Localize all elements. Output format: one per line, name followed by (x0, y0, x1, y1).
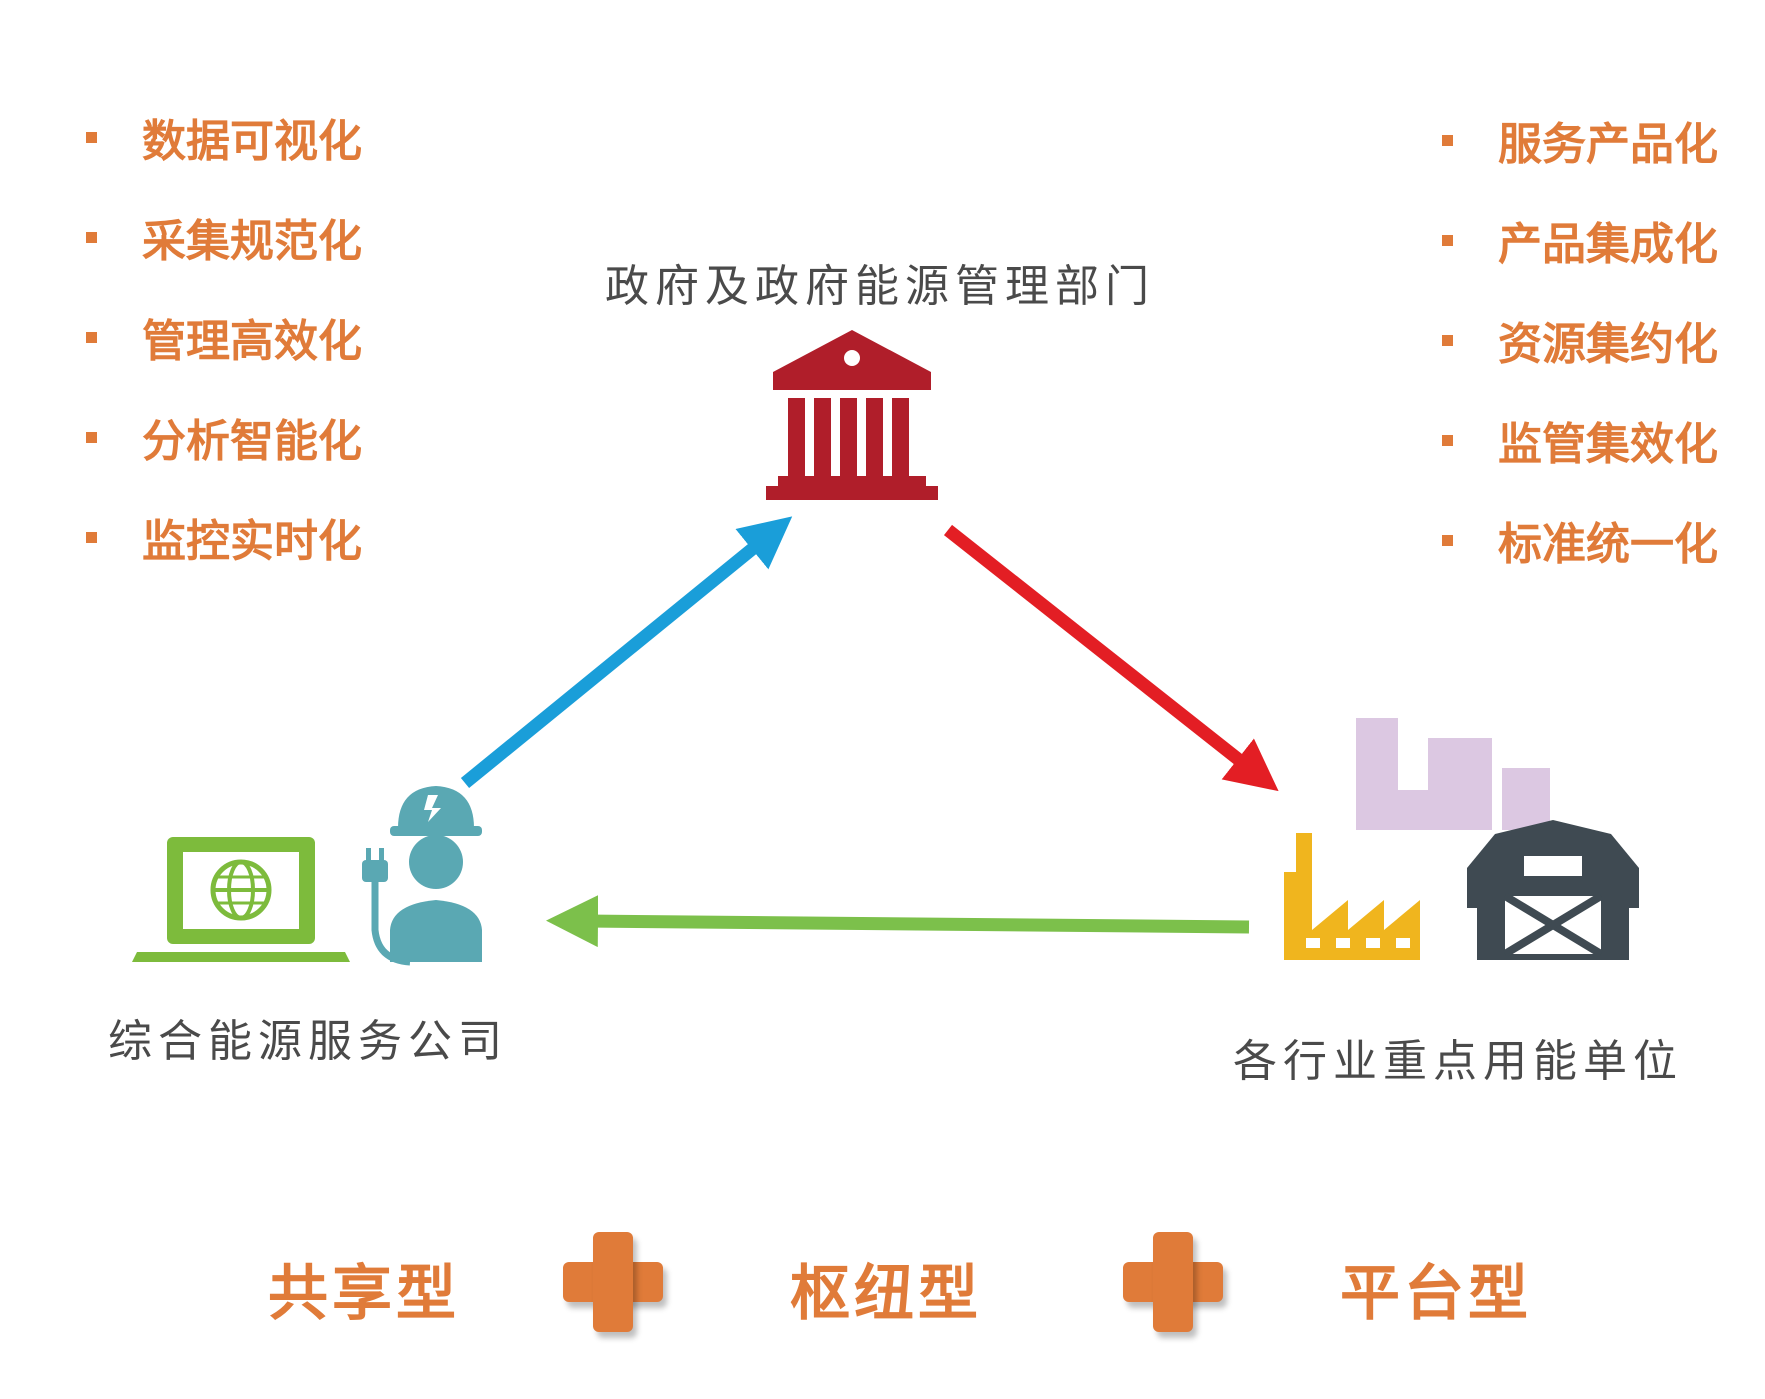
right-feature-text: 服务产品化 (1498, 119, 1718, 170)
left-feature-text: 分析智能化 (142, 416, 362, 467)
bullet-square-icon (86, 431, 97, 443)
right-feature-item: 标准统一化 (1442, 490, 1718, 590)
bullet-square-icon (86, 531, 97, 543)
left-feature-list: 数据可视化 采集规范化 管理高效化 分析智能化 监控实时化 (86, 87, 362, 587)
right-feature-text: 标准统一化 (1498, 519, 1718, 570)
bullet-square-icon (1442, 334, 1453, 346)
arrow-government-to-units (943, 524, 1279, 792)
right-feature-item: 监管集效化 (1442, 390, 1718, 490)
left-feature-text: 管理高效化 (142, 316, 362, 367)
right-feature-item: 服务产品化 (1442, 90, 1718, 190)
bullet-square-icon (1442, 534, 1453, 546)
right-feature-item: 资源集约化 (1442, 290, 1718, 390)
left-feature-item: 监控实时化 (86, 487, 362, 587)
barn-icon (1467, 820, 1639, 960)
government-label: 政府及政府能源管理部门 (605, 261, 1155, 312)
plus-icon (563, 1232, 663, 1332)
bullet-square-icon (86, 331, 97, 343)
right-feature-text: 资源集约化 (1498, 319, 1718, 370)
government-building-icon (766, 330, 938, 500)
model-shared: 共享型 (268, 1259, 460, 1329)
right-feature-list: 服务产品化 产品集成化 资源集约化 监管集效化 标准统一化 (1442, 90, 1718, 590)
model-platform: 平台型 (1340, 1259, 1532, 1329)
model-hub: 枢纽型 (790, 1259, 982, 1329)
left-feature-text: 采集规范化 (142, 216, 362, 267)
engineer-plug-icon (362, 786, 482, 966)
right-feature-text: 监管集效化 (1498, 419, 1718, 470)
left-feature-item: 管理高效化 (86, 287, 362, 387)
bullet-square-icon (1442, 434, 1453, 446)
right-feature-item: 产品集成化 (1442, 190, 1718, 290)
left-feature-item: 分析智能化 (86, 387, 362, 487)
bullet-square-icon (1442, 234, 1453, 246)
arrow-units-to-company (546, 895, 1250, 948)
city-buildings-icon (1356, 718, 1550, 830)
plus-icon (1123, 1232, 1223, 1332)
arrow-company-to-government (460, 516, 793, 789)
bullet-square-icon (86, 231, 97, 243)
laptop-globe-icon (132, 837, 350, 962)
left-feature-item: 采集规范化 (86, 187, 362, 287)
industry-units-label: 各行业重点用能单位 (1233, 1036, 1683, 1087)
bullet-square-icon (86, 131, 97, 143)
left-feature-text: 数据可视化 (142, 116, 362, 167)
left-feature-text: 监控实时化 (142, 516, 362, 567)
service-company-label: 综合能源服务公司 (108, 1016, 508, 1067)
bullet-square-icon (1442, 134, 1453, 146)
left-feature-item: 数据可视化 (86, 87, 362, 187)
right-feature-text: 产品集成化 (1498, 219, 1718, 270)
